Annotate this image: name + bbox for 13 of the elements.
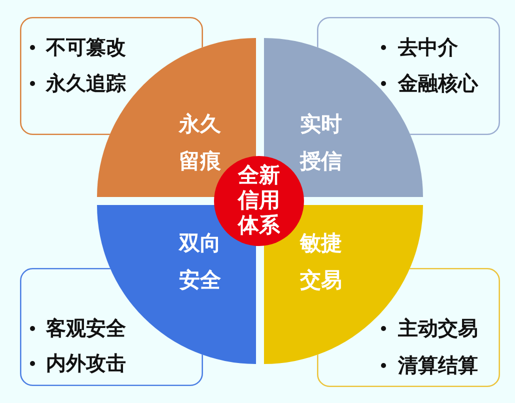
sector-label: 永久留痕: [178, 111, 222, 175]
list-item: 内外攻击: [46, 351, 126, 375]
sector-label: 双向安全: [178, 230, 222, 294]
list-item: 不可篡改: [46, 35, 126, 59]
list-item: 客观安全: [46, 316, 126, 340]
list-item: 清算结算: [398, 353, 478, 377]
sector-label: 敏捷交易: [298, 230, 343, 294]
list-item: 金融核心: [398, 71, 478, 95]
list-item: 主动交易: [398, 316, 478, 340]
center-label: 全新信用体系: [236, 163, 281, 238]
list-item: 去中介: [398, 35, 458, 59]
sector-label: 实时授信: [298, 111, 343, 175]
list-item: 永久追踪: [46, 71, 126, 95]
